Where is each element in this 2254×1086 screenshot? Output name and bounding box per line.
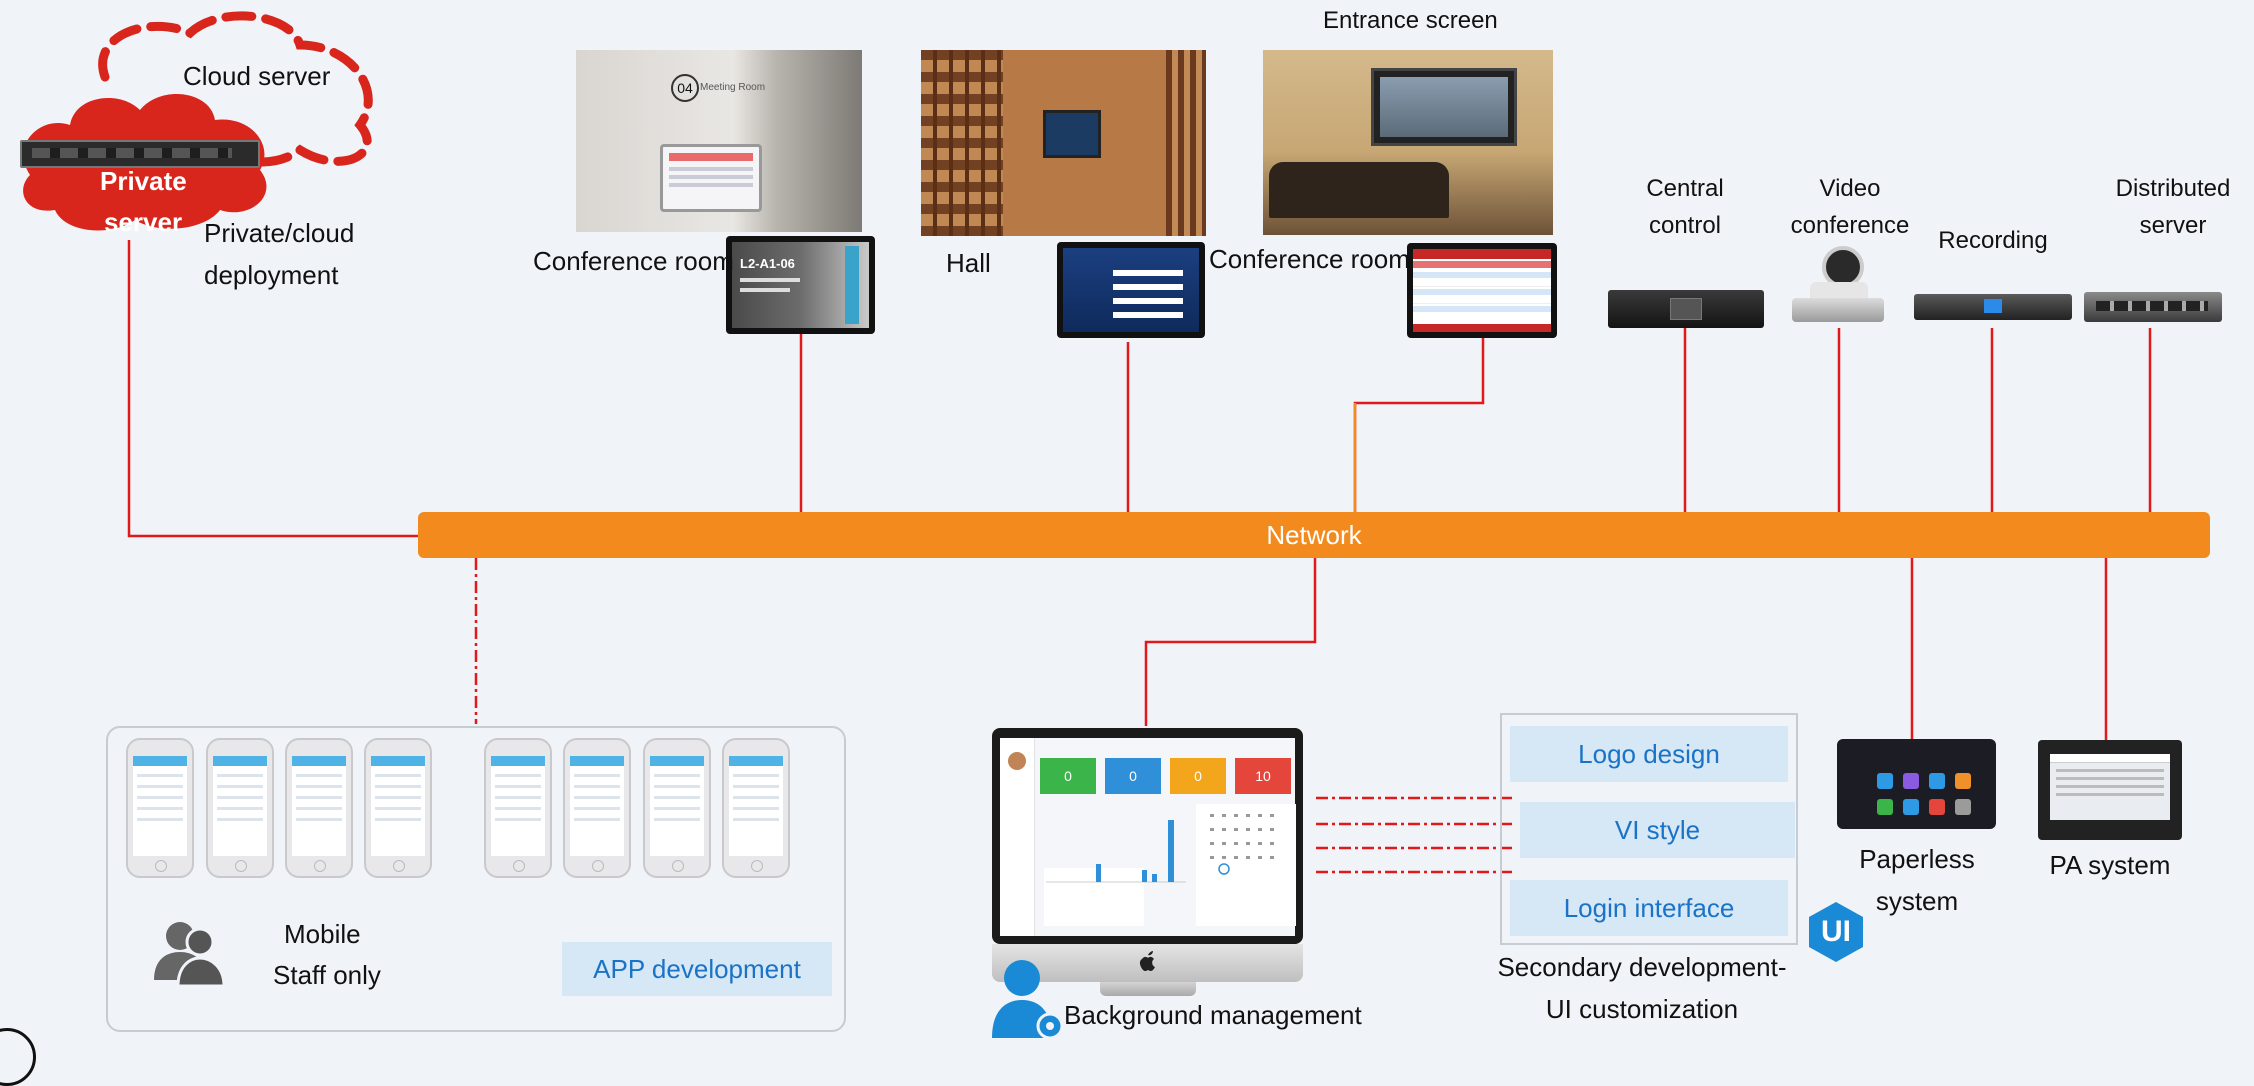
dashboard-bar-chart-icon [1046,820,1186,883]
hall-screen [1057,242,1205,338]
wire-private-server [127,240,418,538]
admin-user-gear-icon [992,960,1064,1038]
central-control-label-1: Central [1646,175,1724,202]
login-interface-box: Login interface [1510,880,1788,936]
deployment-label-1: Private/cloud [204,218,355,248]
kpi-tile: 0 [1170,758,1226,794]
cloud-server-label: Cloud server [183,61,331,91]
phone-mockup [285,738,353,878]
entrance-photo [1263,50,1553,235]
app-development-box: APP development [562,942,832,996]
distributed-server-device [2084,292,2222,322]
secondary-development-title-1: Secondary development- [1497,952,1787,982]
central-control-label-2: control [1648,212,1722,239]
room-number-badge: 04 [671,74,699,102]
private-server-label-2: server [104,207,183,237]
hall-label: Hall [946,248,991,278]
private-server-label-1: Private [100,166,187,196]
kpi-tile: 10 [1235,758,1291,794]
secondary-development-title-2: UI customization [1545,994,1739,1024]
connection-lines [127,240,2152,874]
video-conference-label-1: Video [1819,175,1881,202]
conference-room-screen: L2-A1-06 [726,236,875,334]
entrance-screen-display [1407,243,1557,338]
logo-design-box: Logo design [1510,726,1788,782]
phone-mockup [484,738,552,878]
distributed-server-label-2: server [2139,212,2207,239]
phone-mockup [563,738,631,878]
monitor-stand [1100,982,1196,996]
kpi-tile: 0 [1105,758,1161,794]
phone-mockup [126,738,194,878]
conference-room-label-1: Conference room [533,246,734,276]
network-bus: Network [418,512,2210,558]
ui-customization-panel [1500,713,1798,945]
background-management-label: Background management [1064,1000,1362,1030]
kpi-tile: 0 [1040,758,1096,794]
staff-only-label: Staff only [273,960,381,990]
wire-conference-room-2 [1353,338,1485,512]
paperless-label-2: system [1875,886,1959,916]
conference-room-label-2: Conference room [1209,244,1410,274]
door-screen-room-code: L2-A1-06 [740,256,795,271]
video-conference-label-2: conference [1790,212,1910,239]
phone-mockup [206,738,274,878]
phone-mockup [722,738,790,878]
entrance-screen-label: Entrance screen [1323,7,1498,34]
pa-system-label: PA system [2049,850,2171,880]
mobile-panel [106,726,846,1032]
apple-logo-icon [1139,951,1155,971]
distributed-server-label-1: Distributed [2115,175,2231,202]
server-rack-icon [20,140,260,168]
ui-badge-text: UI [1821,915,1851,948]
room-name-text: Meeting Room [700,82,766,93]
central-control-device [1608,290,1764,328]
paperless-tablet [1837,739,1996,829]
wire-background-management [1144,558,1317,726]
phone-mockup [643,738,711,878]
recording-label: Recording [1938,227,2048,254]
pa-system-device [2038,740,2182,840]
deployment-label-2: deployment [204,260,339,290]
recording-device [1914,294,2072,320]
conference-room-photo: 04 Meeting Room [576,50,862,232]
paperless-label-1: Paperless [1859,844,1975,874]
staff-users-icon [154,922,226,988]
phone-mockup [364,738,432,878]
ui-hexagon-icon [1809,902,1863,962]
vi-style-box: VI style [1520,802,1795,858]
mobile-label: Mobile [284,919,361,949]
ptz-camera-icon [1792,246,1884,328]
calendar-icon [1210,814,1274,875]
hall-photo [921,50,1206,236]
